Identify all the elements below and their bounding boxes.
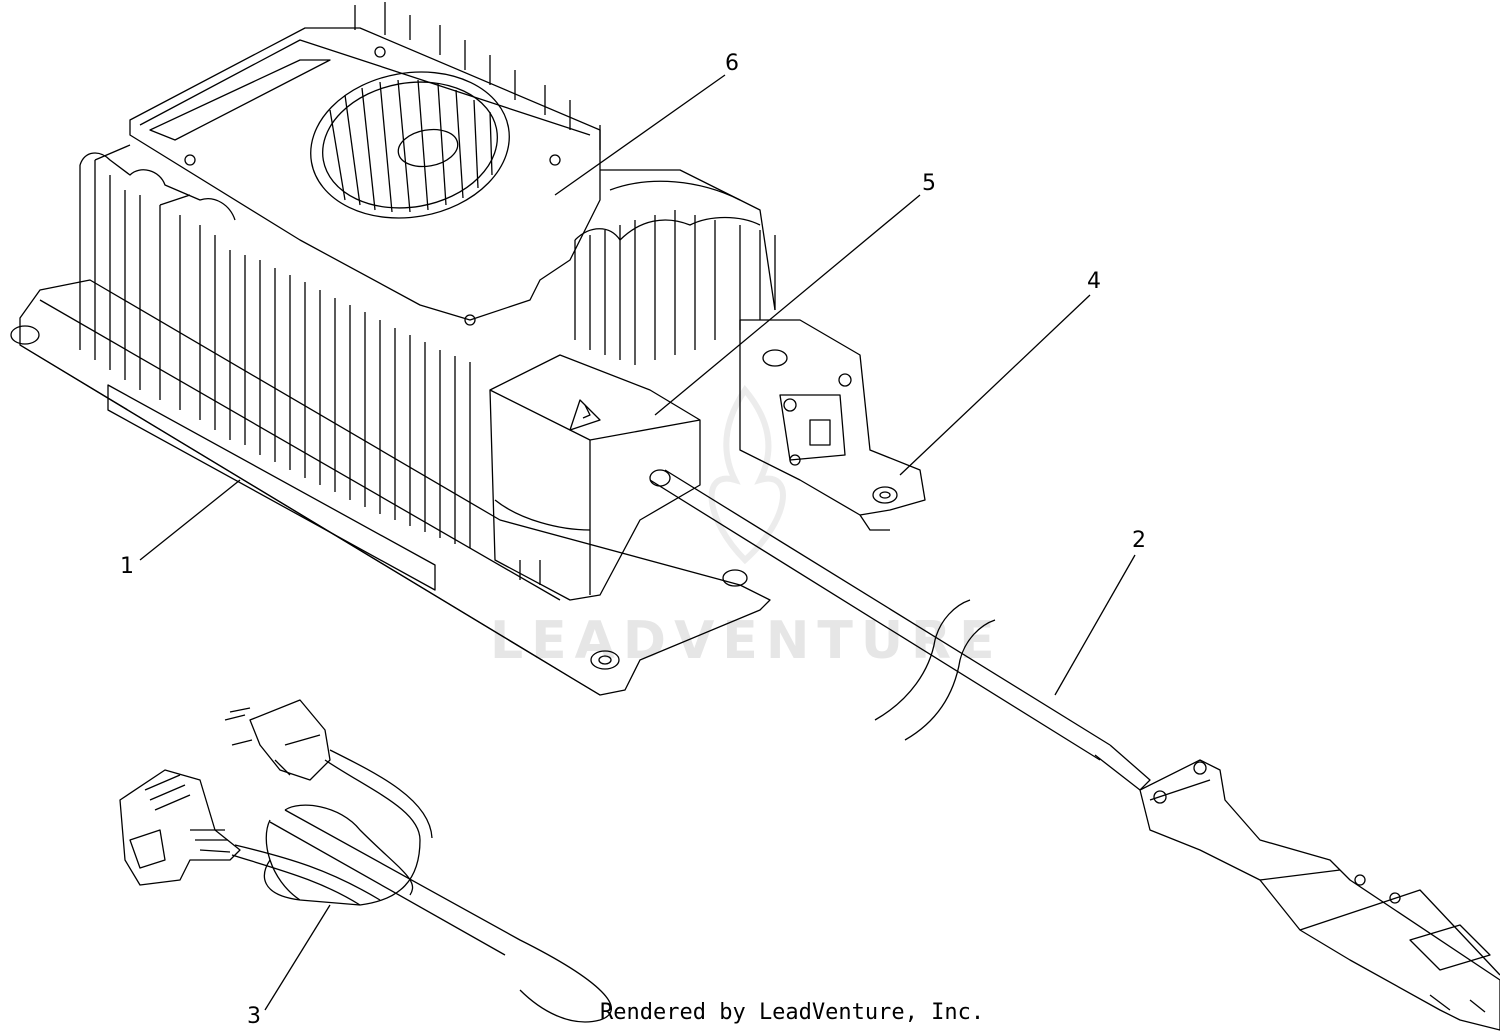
callout-5: 5 (922, 171, 936, 196)
footer-credit: Rendered by LeadVenture, Inc. (600, 1000, 985, 1025)
leader-line-6 (554, 74, 726, 196)
callout-leaders (139, 74, 1136, 1011)
heatsink-fins (79, 144, 471, 548)
callout-labels: 1 2 3 4 5 6 (120, 51, 1146, 1029)
dc-output-cable (649, 469, 1500, 1031)
leader-line-4 (899, 294, 1091, 476)
leader-line-2 (1054, 554, 1136, 696)
callout-2: 2 (1132, 528, 1146, 553)
cable-break-mark (904, 619, 996, 741)
ac-inlet-block (739, 319, 926, 531)
watermark-text: LEADVENTURE (490, 611, 1003, 671)
watermark-layer: LEADVENTURE (490, 384, 1003, 671)
watermark-flame-icon (708, 384, 786, 565)
callout-3: 3 (247, 1004, 261, 1029)
right-heatsink-block (574, 169, 776, 365)
leader-line-1 (139, 479, 241, 561)
cooling-fan (310, 71, 510, 219)
dc-output-cover (489, 354, 701, 601)
callout-6: 6 (725, 51, 739, 76)
cable-break-mark (874, 599, 971, 721)
leader-line-5 (654, 194, 921, 416)
callout-1: 1 (120, 554, 134, 579)
charger-assembly (10, 2, 926, 696)
callout-4: 4 (1087, 269, 1101, 294)
leader-line-3 (264, 904, 331, 1011)
ac-power-cord (119, 699, 612, 1023)
